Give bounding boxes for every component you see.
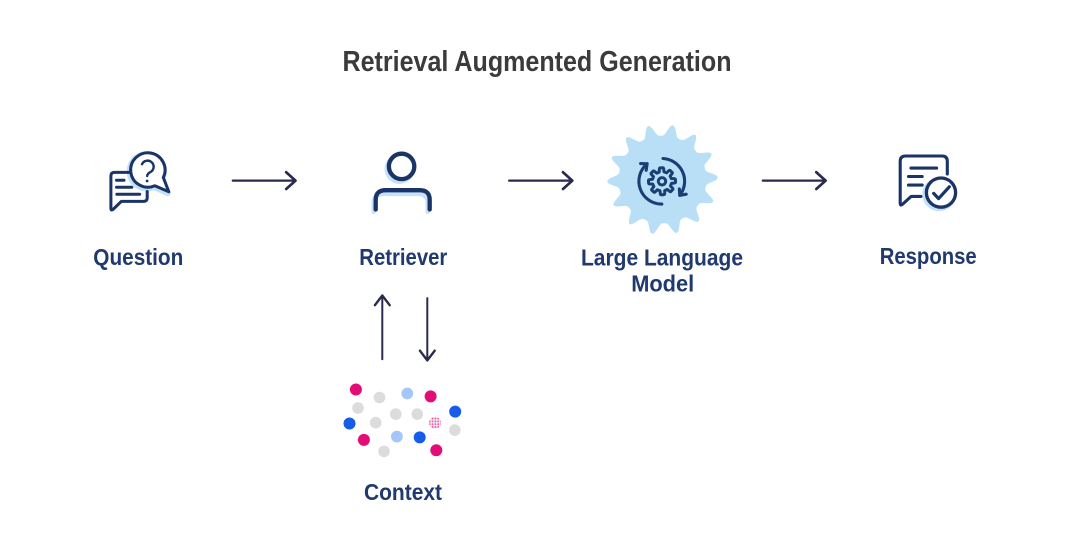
- svg-text:Question: Question: [93, 244, 183, 270]
- svg-text:Large Language: Large Language: [581, 244, 743, 270]
- svg-text:Response: Response: [880, 243, 977, 269]
- svg-text:Retriever: Retriever: [359, 244, 447, 270]
- svg-text:Retrieval Augmented Generation: Retrieval Augmented Generation: [343, 46, 732, 78]
- svg-text:Context: Context: [364, 479, 442, 505]
- svg-text:Model: Model: [631, 270, 694, 296]
